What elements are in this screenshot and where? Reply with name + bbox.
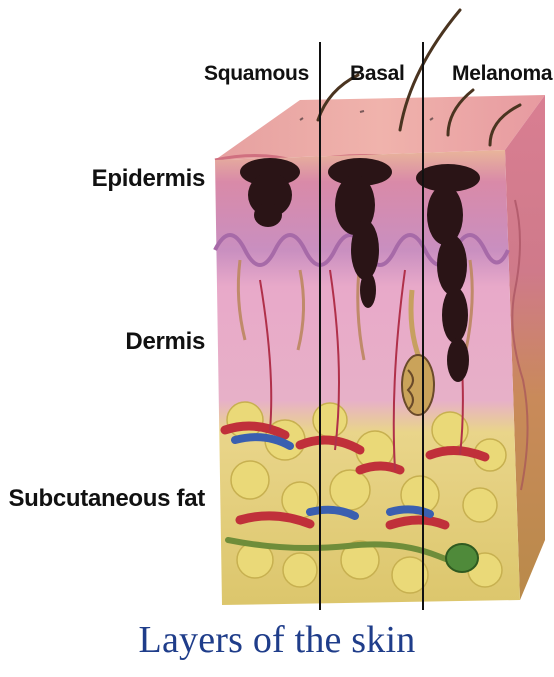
label-subcutaneous-fat: Subcutaneous fat (0, 485, 205, 513)
label-melanoma: Melanoma (452, 62, 552, 86)
label-basal: Basal (350, 62, 405, 86)
label-epidermis: Epidermis (60, 165, 205, 193)
label-squamous: Squamous (204, 62, 309, 86)
diagram-caption: Layers of the skin (0, 618, 554, 662)
label-dermis: Dermis (60, 328, 205, 356)
nerve-ganglion (446, 544, 478, 572)
